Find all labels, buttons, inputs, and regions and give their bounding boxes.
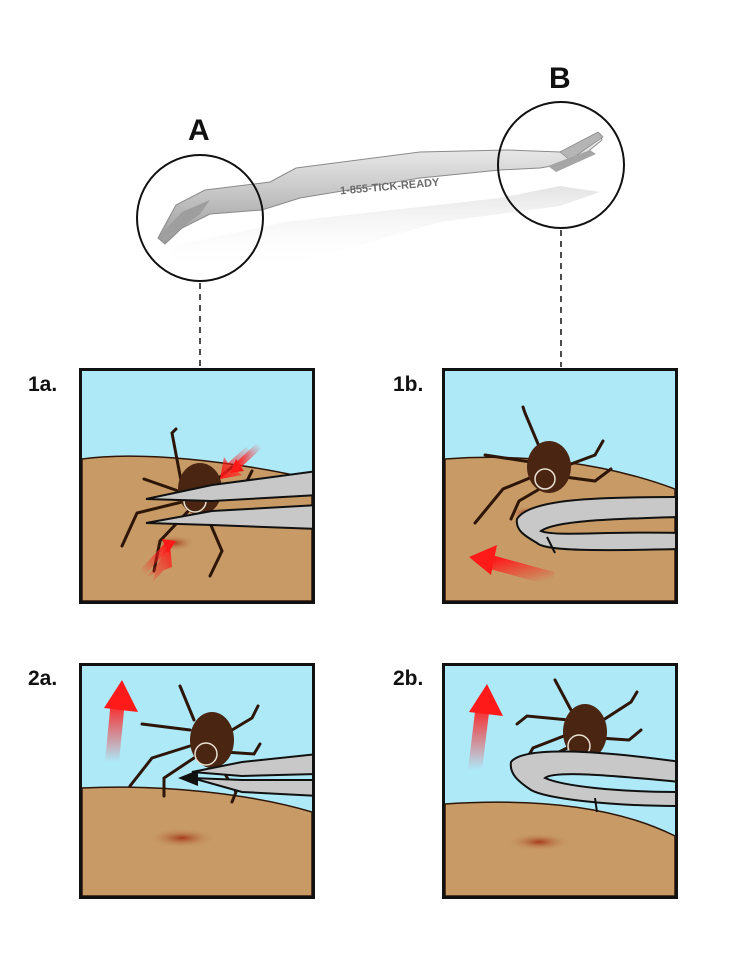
tweezer-tips-b: [515, 496, 675, 552]
step-label-2a: 2a.: [28, 667, 58, 690]
squeeze-arrow-bottom: [146, 543, 172, 583]
pull-arrow-2a: [105, 699, 125, 763]
panel-1a: [79, 368, 315, 604]
callout-circle-a: [136, 154, 264, 282]
step-label-1b: 1b.: [393, 373, 424, 396]
callout-label-a: A: [188, 114, 210, 147]
tweezers-body: [157, 131, 604, 245]
panel-2a: [79, 663, 315, 899]
tweezer-tips-a: [145, 470, 312, 530]
callout-label-b: B: [549, 62, 571, 95]
panel-2b: [442, 663, 678, 899]
tweezers-reflection: [172, 186, 600, 270]
panel-1b: [442, 368, 678, 604]
pull-arrow-1b: [485, 554, 555, 586]
tweezer-tips-a: [191, 753, 312, 797]
tweezer-tips-b: [509, 750, 675, 807]
callout-circle-b: [497, 101, 625, 229]
pull-arrow-2b: [468, 703, 490, 771]
skin: [445, 801, 675, 896]
step-label-1a: 1a.: [28, 373, 58, 396]
step-label-2b: 2b.: [393, 667, 424, 690]
tick-1b: [473, 405, 613, 525]
